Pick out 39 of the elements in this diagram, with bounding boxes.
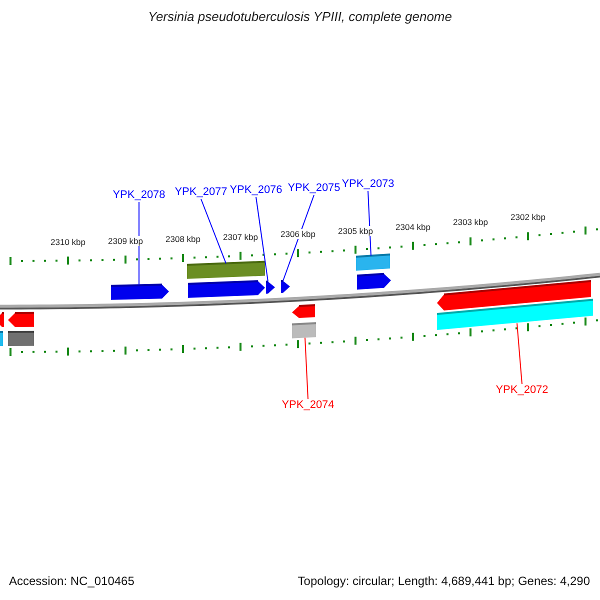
gene-segment bbox=[437, 280, 592, 310]
leader-line bbox=[256, 196, 268, 282]
gene-segment bbox=[266, 280, 275, 294]
scale-label: 2310 kbp bbox=[50, 236, 86, 247]
accession-text: Accession: NC_010465 bbox=[9, 574, 134, 588]
gene-segment bbox=[280, 280, 290, 293]
leader-line bbox=[282, 194, 314, 282]
gene-label: YPK_2076 bbox=[230, 184, 282, 197]
gene-segment bbox=[356, 272, 391, 290]
leader-line bbox=[200, 198, 226, 264]
scale-label: 2302 kbp bbox=[510, 212, 546, 222]
gene-bar bbox=[292, 322, 316, 338]
gene-label: YPK_2075 bbox=[288, 182, 340, 195]
scale-label: 2306 kbp bbox=[280, 229, 316, 240]
gene-bar bbox=[0, 331, 3, 346]
scale-label: 2309 kbp bbox=[108, 236, 143, 246]
gene-label: YPK_2072 bbox=[496, 384, 548, 397]
gene-label: YPK_2073 bbox=[342, 178, 394, 191]
gene-segment bbox=[292, 304, 316, 318]
leader-line bbox=[516, 322, 522, 384]
leader-line bbox=[138, 202, 140, 286]
gene-label: YPK_2074 bbox=[282, 399, 334, 412]
gene-label: YPK_2077 bbox=[174, 186, 228, 199]
gene-bar bbox=[186, 260, 266, 279]
gene-label: YPK_2078 bbox=[112, 189, 166, 202]
scale-label: 2305 kbp bbox=[338, 226, 373, 236]
scale-label: 2303 kbp bbox=[453, 217, 488, 228]
gene-segment bbox=[0, 312, 4, 327]
title: Yersinia pseudotuberculosis YPIII, complete genome bbox=[147, 9, 453, 24]
gene-bar bbox=[356, 253, 390, 271]
scale-label: 2304 kbp bbox=[396, 222, 430, 232]
scale-label: 2308 kbp bbox=[166, 234, 200, 244]
genome-info-text: Topology: circular; Length: 4,689,441 bp; Genes: 4,290 bbox=[298, 574, 590, 588]
leader-line bbox=[304, 337, 308, 400]
scale-label: 2307 kbp bbox=[223, 232, 258, 242]
gene-segment bbox=[110, 284, 169, 300]
gene-segment bbox=[8, 312, 34, 327]
gene-bar bbox=[436, 298, 594, 330]
gene-bar bbox=[8, 330, 34, 346]
